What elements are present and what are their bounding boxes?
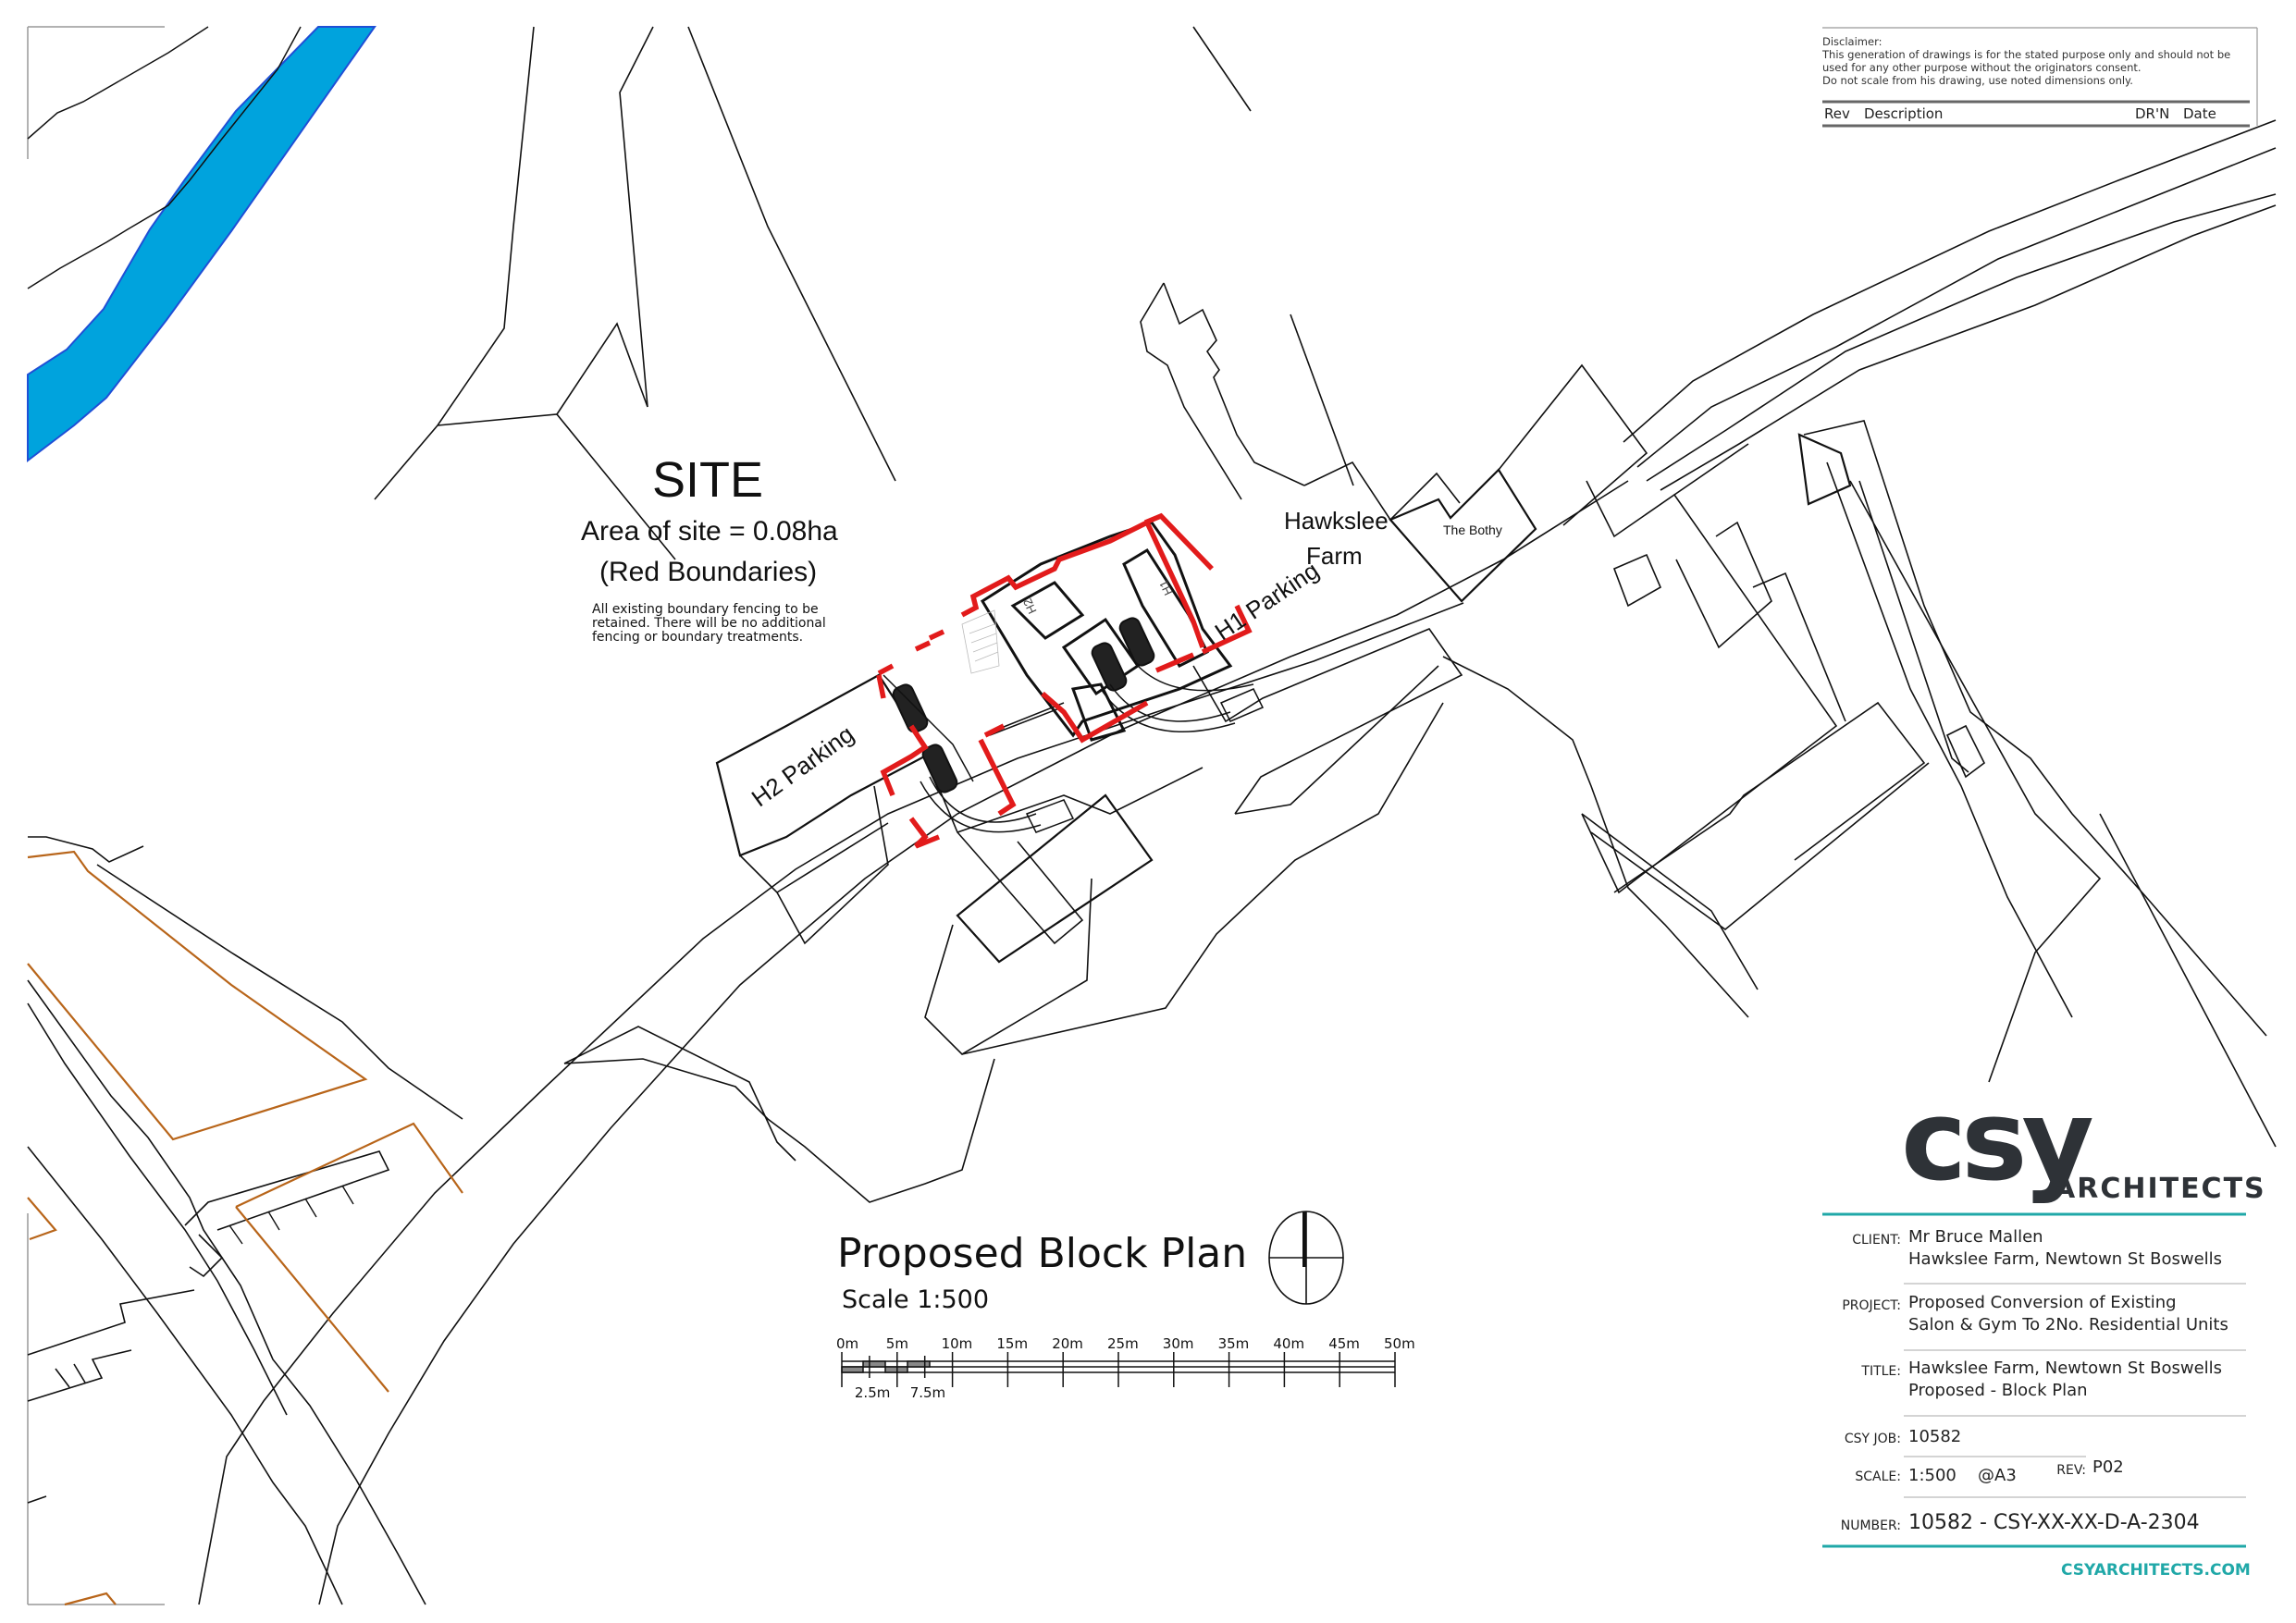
project-label: PROJECT:: [1842, 1298, 1901, 1313]
rev-label: REV:: [2056, 1463, 2086, 1478]
title-block-lines: [1822, 27, 2258, 1548]
river-banks: [27, 26, 302, 289]
scale-label: SCALE:: [1855, 1469, 1901, 1484]
north-arrow-icon: [1268, 1211, 1344, 1305]
paper-size-value: @A3: [1978, 1466, 2017, 1485]
drawing-number: 10582 - CSY-XX-XX-D-A-2304: [1908, 1511, 2200, 1534]
title-label: TITLE:: [1861, 1364, 1901, 1379]
hatching-paving: [961, 609, 1000, 674]
farm-label-line2: Farm: [1306, 542, 1363, 570]
project-line: Salon & Gym To 2No. Residential Units: [1908, 1315, 2228, 1334]
scale-value: 1:500: [1908, 1466, 1957, 1485]
title-line: Proposed - Block Plan: [1908, 1381, 2088, 1400]
parking-bays: [228, 1185, 354, 1245]
cars: [892, 617, 1155, 793]
disclaimer-line: This generation of drawings is for the s…: [1822, 48, 2231, 61]
plan-scale: Scale 1:500: [842, 1285, 990, 1314]
site-area-label: Area of site = 0.08ha: [581, 516, 838, 547]
farm-label-line1: Hawkslee: [1284, 507, 1389, 535]
proposed-building: [980, 521, 1233, 742]
scale-bar-label: 35m: [1217, 1335, 1250, 1352]
scale-bar-label: 45m: [1328, 1335, 1360, 1352]
map-linework: [27, 26, 2277, 1605]
scale-bar-minor-label: 7.5m: [909, 1384, 946, 1401]
company-logo-sub: ARCHITECTS: [2054, 1173, 2266, 1205]
ownership-boundaries: [27, 850, 463, 1606]
number-label: NUMBER:: [1840, 1518, 1901, 1533]
job-value: 10582: [1908, 1427, 1962, 1446]
scale-bar: [841, 1352, 1396, 1387]
scale-bar-label: 10m: [941, 1335, 973, 1352]
scale-bar-label: 30m: [1162, 1335, 1194, 1352]
site-boundary-note: (Red Boundaries): [599, 557, 818, 587]
site-label: SITE: [652, 452, 764, 508]
scale-bar-label: 50m: [1384, 1335, 1415, 1352]
site-red-boundary: [876, 512, 1253, 849]
description-header: Description: [1864, 105, 1944, 122]
website-link[interactable]: CSYARCHITECTS.COM: [2061, 1561, 2251, 1580]
client-address: Hawkslee Farm, Newtown St Boswells: [1908, 1249, 2223, 1269]
disclaimer-heading: Disclaimer:: [1822, 35, 1882, 48]
company-logo: csy: [1901, 1077, 2094, 1206]
scale-bar-label: 0m: [836, 1335, 859, 1352]
driveway-curves: [883, 665, 1265, 833]
project-line: Proposed Conversion of Existing: [1908, 1293, 2177, 1312]
rev-header: Rev: [1824, 105, 1850, 122]
fencing-note: All existing boundary fencing to be reta…: [592, 602, 826, 645]
client-name: Mr Bruce Mallen: [1908, 1227, 2043, 1247]
rev-value: P02: [2092, 1457, 2124, 1477]
disclaimer-line: used for any other purpose without the o…: [1822, 61, 2142, 74]
scale-bar-label: 40m: [1273, 1335, 1305, 1352]
drawn-header: DR'N: [2135, 105, 2170, 122]
client-value: Mr Bruce Mallen Hawkslee Farm, Newtown S…: [1908, 1226, 2222, 1271]
scale-bar-minor-label: 2.5m: [854, 1384, 891, 1401]
river: [27, 26, 376, 463]
plan-title: Proposed Block Plan: [837, 1230, 1248, 1277]
scale-bar-label: 15m: [996, 1335, 1029, 1352]
job-label: CSY JOB:: [1844, 1432, 1901, 1446]
disclaimer-line: Do not scale from his drawing, use noted…: [1822, 74, 2133, 87]
date-header: Date: [2183, 105, 2216, 122]
sheet-border: [27, 26, 165, 1605]
scale-bar-label: 20m: [1052, 1335, 1083, 1352]
scale-bar-label: 5m: [885, 1335, 908, 1352]
title-value: Hawkslee Farm, Newtown St Boswells Propo…: [1908, 1358, 2222, 1402]
title-line: Hawkslee Farm, Newtown St Boswells: [1908, 1359, 2223, 1378]
project-value: Proposed Conversion of Existing Salon & …: [1908, 1292, 2228, 1336]
bothy-label: The Bothy: [1443, 523, 1502, 537]
client-label: CLIENT:: [1852, 1233, 1901, 1248]
disclaimer: Disclaimer: This generation of drawings …: [1822, 35, 2248, 87]
scale-bar-label: 25m: [1107, 1335, 1139, 1352]
